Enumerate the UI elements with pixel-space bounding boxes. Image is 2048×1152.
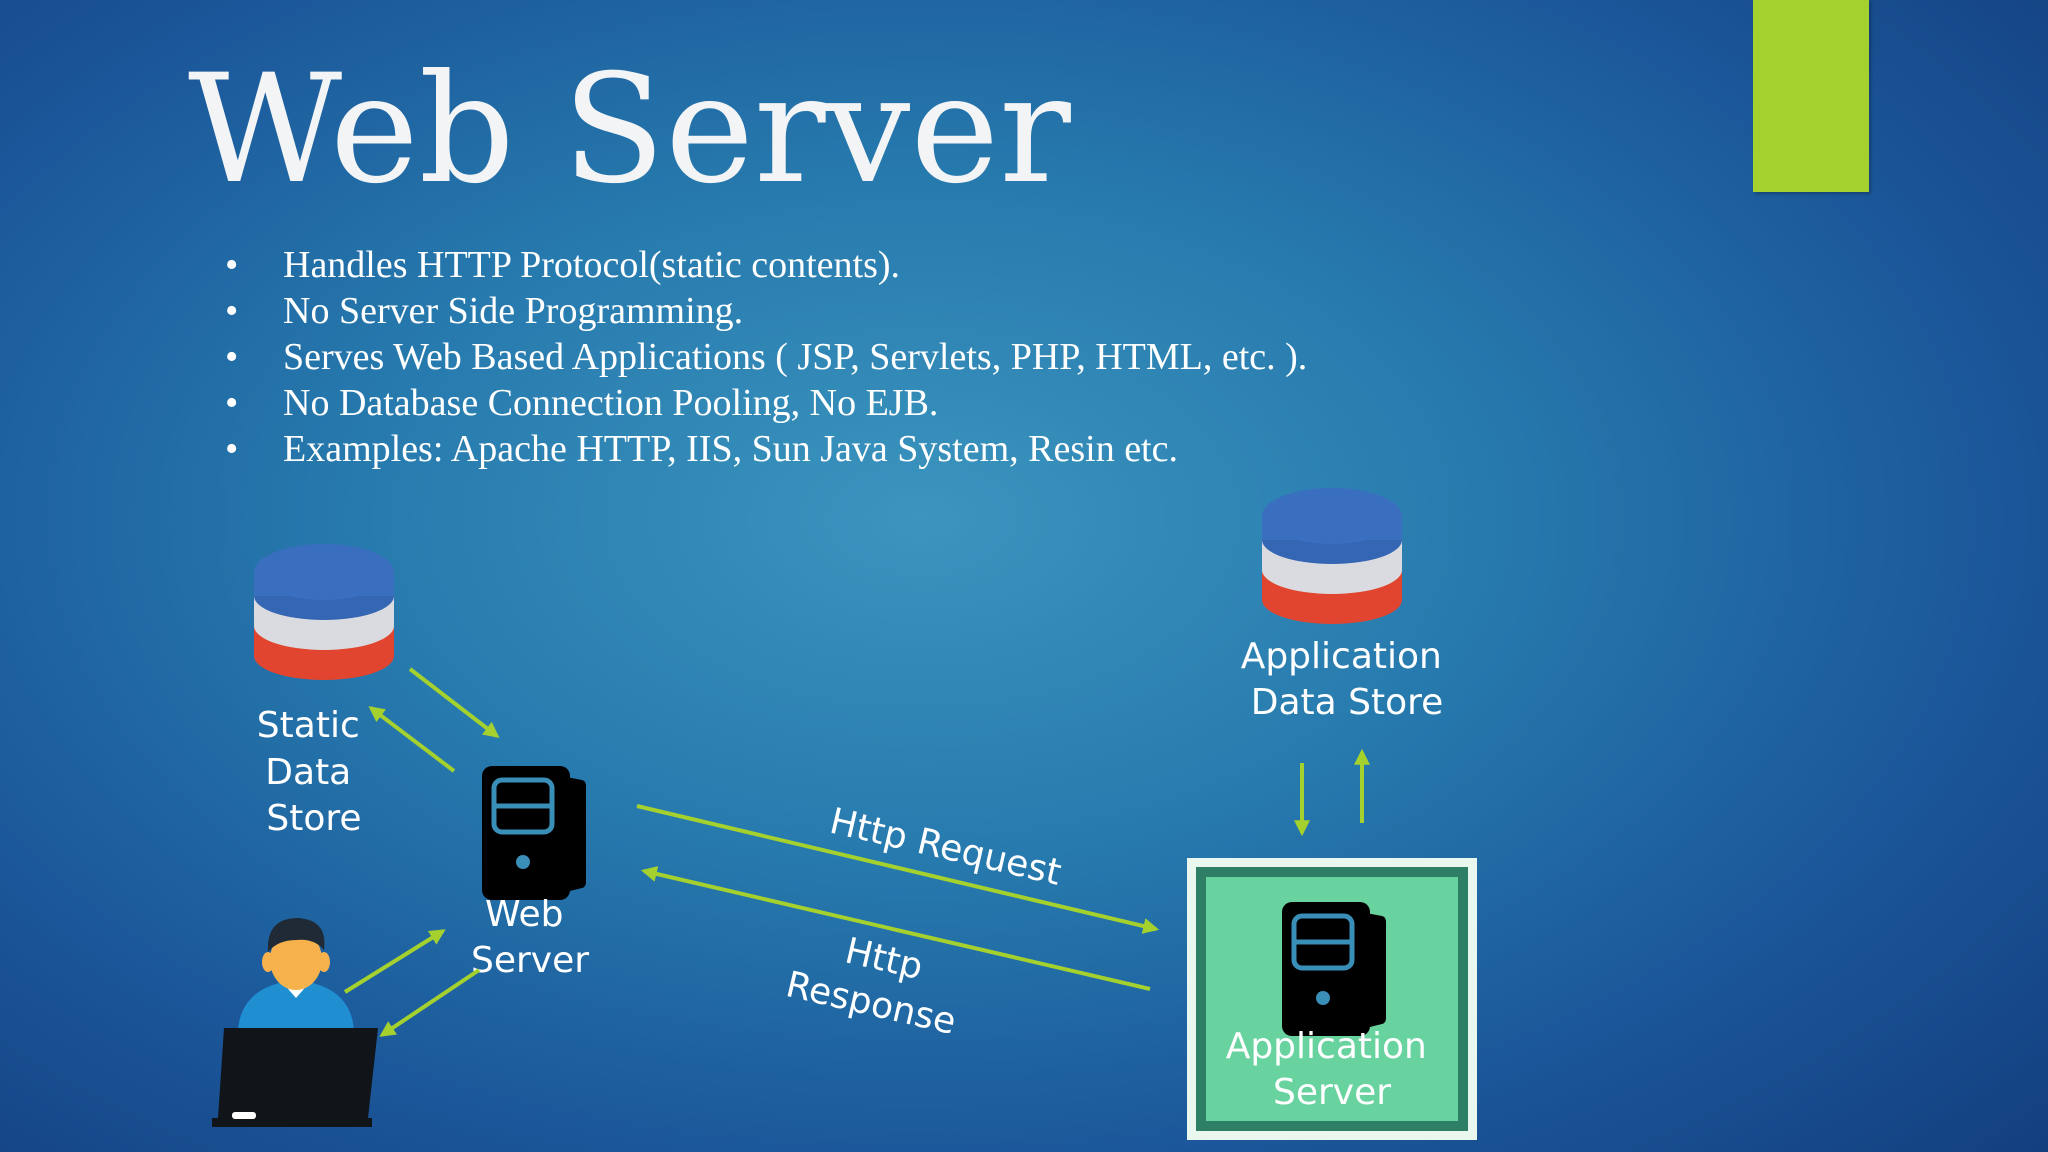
arrow-http-request: [636, 804, 1160, 934]
bullet-symbol: •: [225, 244, 239, 286]
web-server-node: Web Server: [471, 766, 589, 981]
database-icon: [1262, 488, 1402, 624]
arrow-user-to-webserver: [343, 929, 446, 994]
arrow-webserver-to-store: [368, 706, 456, 773]
static-data-store: Static Data Store: [254, 544, 394, 839]
arrow-http-response: [640, 866, 1151, 991]
bullet-text: Handles HTTP Protocol(static contents).: [283, 244, 901, 286]
app-server-label: Application Server: [1226, 1026, 1439, 1113]
database-icon: [254, 544, 394, 680]
bullet-item: • Serves Web Based Applications ( JSP, Se…: [220, 334, 1307, 380]
bullet-text: No Database Connection Pooling, No EJB.: [283, 382, 939, 424]
server-icon: [1282, 902, 1386, 1036]
app-store-label: Application Data Store: [1241, 636, 1454, 723]
connectors: [343, 667, 1370, 1037]
slide-title: Web Server: [188, 43, 1071, 217]
web-server-label: Web Server: [471, 894, 589, 981]
accent-bar: [1753, 0, 1869, 192]
user-laptop-icon: [212, 918, 378, 1127]
arrow-store-to-webserver: [408, 667, 500, 738]
static-store-label: Static Data Store: [257, 705, 371, 839]
bullet-symbol: •: [225, 382, 239, 424]
bullet-text: Examples: Apache HTTP, IIS, Sun Java Sys…: [283, 428, 1178, 470]
application-data-store: Application Data Store: [1241, 488, 1454, 723]
bullet-symbol: •: [225, 336, 239, 378]
bullet-item: • Examples: Apache HTTP, IIS, Sun Java Sy…: [220, 426, 1307, 472]
application-server-node: Application Server: [1187, 858, 1477, 1140]
bullet-list: • Handles HTTP Protocol(static contents).…: [220, 242, 1307, 472]
bullet-text: Serves Web Based Applications ( JSP, Ser…: [283, 336, 1308, 378]
server-icon: [482, 766, 586, 900]
bullet-item: • No Database Connection Pooling, No EJB.: [220, 380, 1307, 426]
bullet-item: • Handles HTTP Protocol(static contents).: [220, 242, 1307, 288]
bullet-item: • No Server Side Programming.: [220, 288, 1307, 334]
arrow-webserver-to-user: [379, 968, 481, 1037]
bullet-text: No Server Side Programming.: [283, 290, 744, 332]
bullet-symbol: •: [225, 428, 239, 470]
http-response-label: Http Response: [782, 919, 970, 1043]
bullet-symbol: •: [225, 290, 239, 332]
